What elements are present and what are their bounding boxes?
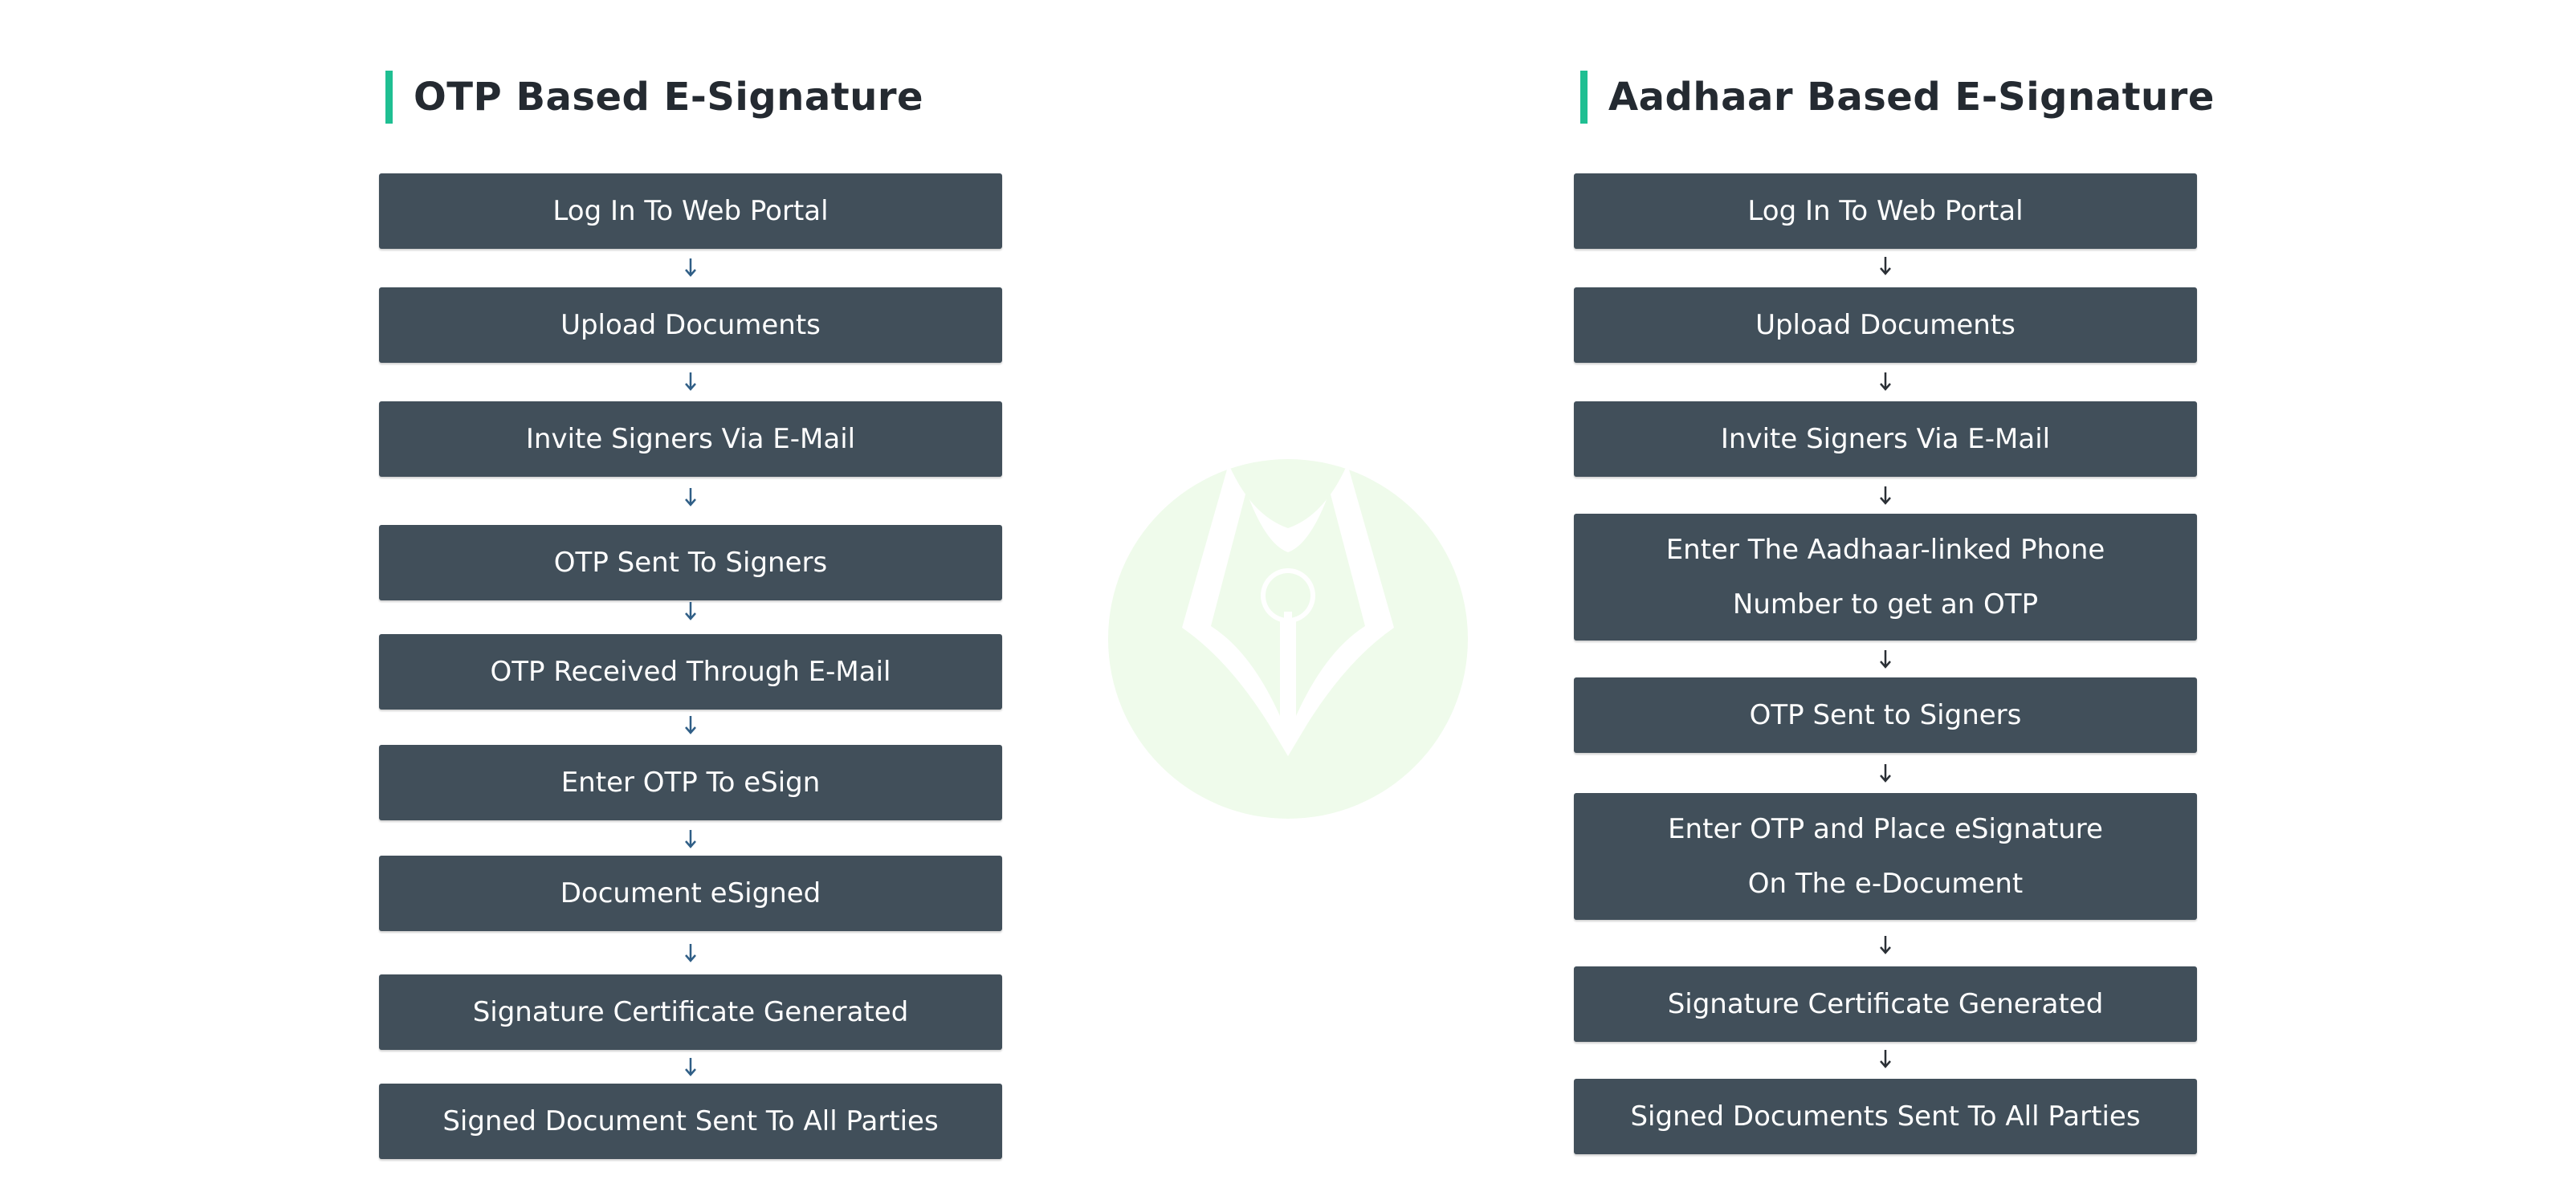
aadhaar-step-certificate: Signature Certificate Generated: [1574, 966, 2197, 1042]
aadhaar-step-otp-sent: OTP Sent to Signers: [1574, 677, 2197, 753]
aadhaar-step-login: Log In To Web Portal: [1574, 173, 2197, 249]
step-label: OTP Sent to Signers: [1749, 699, 2022, 731]
aadhaar-step-enter-phone: Enter The Aadhaar-linked Phone Number to…: [1574, 514, 2197, 641]
otp-step-invite: Invite Signers Via E-Mail: [379, 401, 1002, 477]
step-label: Enter OTP To eSign: [560, 767, 821, 799]
arrow-down-icon: [1880, 764, 1891, 783]
otp-step-document-esigned: Document eSigned: [379, 856, 1002, 931]
aadhaar-step-upload: Upload Documents: [1574, 287, 2197, 363]
step-label-line1: Enter OTP and Place eSignature: [1668, 813, 2103, 845]
aadhaar-step-enter-otp: Enter OTP and Place eSignature On The e-…: [1574, 793, 2197, 920]
otp-heading: OTP Based E-Signature: [385, 69, 923, 125]
arrow-down-icon: [685, 602, 696, 620]
step-label-line2: Number to get an OTP: [1732, 588, 2039, 620]
arrow-down-icon: [685, 1058, 696, 1076]
step-label: Invite Signers Via E-Mail: [525, 423, 856, 455]
step-label: Upload Documents: [1755, 309, 2016, 341]
step-label: Signature Certificate Generated: [1667, 988, 2104, 1020]
arrow-down-icon: [1880, 486, 1891, 505]
arrow-down-icon: [1880, 936, 1891, 954]
arrow-down-icon: [685, 258, 696, 277]
step-label: Signed Document Sent To All Parties: [442, 1105, 939, 1137]
step-label: Invite Signers Via E-Mail: [1720, 423, 2051, 455]
arrow-down-icon: [685, 716, 696, 734]
otp-esign-column: OTP Based E-Signature Log In To Web Port…: [379, 0, 1002, 1204]
aadhaar-step-invite: Invite Signers Via E-Mail: [1574, 401, 2197, 477]
step-label: OTP Received Through E-Mail: [490, 656, 891, 688]
step-label: Log In To Web Portal: [1747, 195, 2024, 227]
arrow-down-icon: [685, 372, 696, 391]
aadhaar-esign-column: Aadhaar Based E-Signature Log In To Web …: [1574, 0, 2214, 1204]
step-label-line2: On The e-Document: [1747, 868, 2024, 900]
aadhaar-heading-title: Aadhaar Based E-Signature: [1608, 75, 2215, 120]
step-label: Signature Certificate Generated: [472, 996, 909, 1028]
otp-step-enter-otp: Enter OTP To eSign: [379, 745, 1002, 820]
step-label: Document eSigned: [560, 877, 821, 909]
otp-step-otp-received: OTP Received Through E-Mail: [379, 634, 1002, 710]
otp-step-upload: Upload Documents: [379, 287, 1002, 363]
otp-heading-title: OTP Based E-Signature: [414, 75, 924, 120]
step-label: Upload Documents: [560, 309, 821, 341]
otp-step-login: Log In To Web Portal: [379, 173, 1002, 249]
otp-step-sent-to-parties: Signed Document Sent To All Parties: [379, 1084, 1002, 1159]
pen-nib-watermark-icon: [1108, 459, 1468, 819]
aadhaar-step-sent-to-parties: Signed Documents Sent To All Parties: [1574, 1079, 2197, 1154]
arrow-down-icon: [1880, 257, 1891, 275]
aadhaar-heading: Aadhaar Based E-Signature: [1580, 69, 2215, 125]
arrow-down-icon: [1880, 650, 1891, 669]
arrow-down-icon: [685, 944, 696, 962]
heading-accent-bar: [385, 71, 393, 124]
arrow-down-icon: [685, 488, 696, 506]
step-label: Signed Documents Sent To All Parties: [1630, 1100, 2141, 1133]
step-label-line1: Enter The Aadhaar-linked Phone: [1665, 534, 2105, 566]
arrow-down-icon: [1880, 1050, 1891, 1068]
step-label: Log In To Web Portal: [552, 195, 829, 227]
arrow-down-icon: [685, 830, 696, 848]
otp-step-otp-sent: OTP Sent To Signers: [379, 525, 1002, 600]
arrow-down-icon: [1880, 372, 1891, 391]
heading-accent-bar: [1580, 71, 1588, 124]
step-label: OTP Sent To Signers: [553, 547, 828, 579]
otp-step-certificate: Signature Certificate Generated: [379, 974, 1002, 1050]
